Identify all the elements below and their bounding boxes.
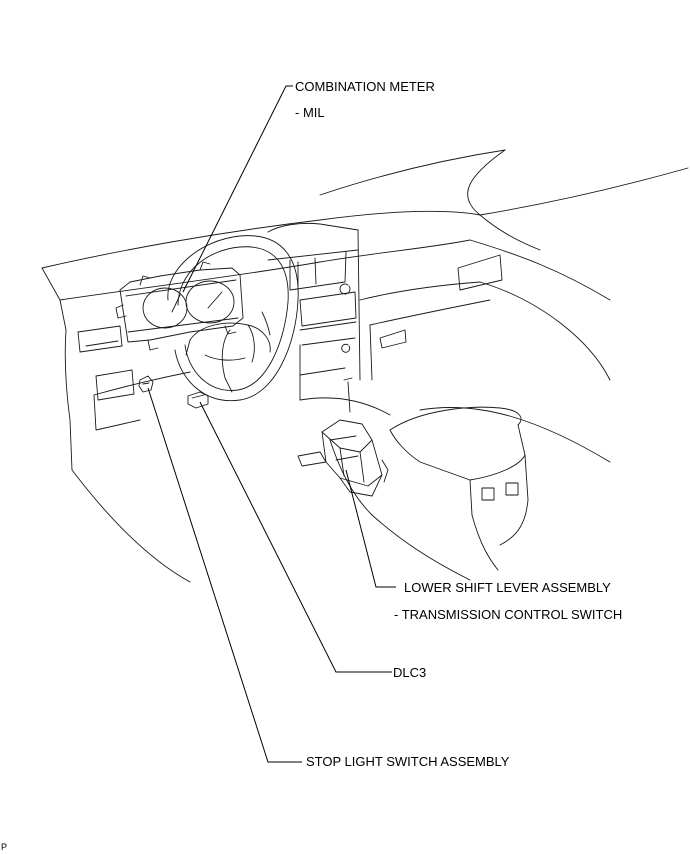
leader-lines [147,85,396,763]
transmission-control-switch-label: - TRANSMISSION CONTROL SWITCH [394,607,623,622]
steering-wheel-drawing [167,235,299,402]
lower-shift-lever-leader [345,469,396,588]
lower-shift-lever-label: LOWER SHIFT LEVER ASSEMBLY [404,580,611,595]
center-console-drawing [299,397,529,581]
shift-lever-drawing [297,377,389,497]
dlc3-label: DLC3 [393,665,427,680]
dlc3-drawing [187,391,209,409]
dlc3-leader [199,401,392,673]
stop-light-switch-leader [147,387,302,763]
center-stack [267,222,361,401]
combination-meter-label: COMBINATION METER [295,79,435,94]
stop-light-switch-drawing [138,375,154,393]
mil-label: - MIL [295,105,325,120]
windshield-outline [41,149,689,269]
corner-mark: P [1,842,8,852]
stop-light-switch-label: STOP LIGHT SWITCH ASSEMBLY [306,754,510,769]
combination-meter-leader [182,85,293,293]
dashboard-body [41,214,611,583]
combination-meter-drawing [115,261,244,351]
